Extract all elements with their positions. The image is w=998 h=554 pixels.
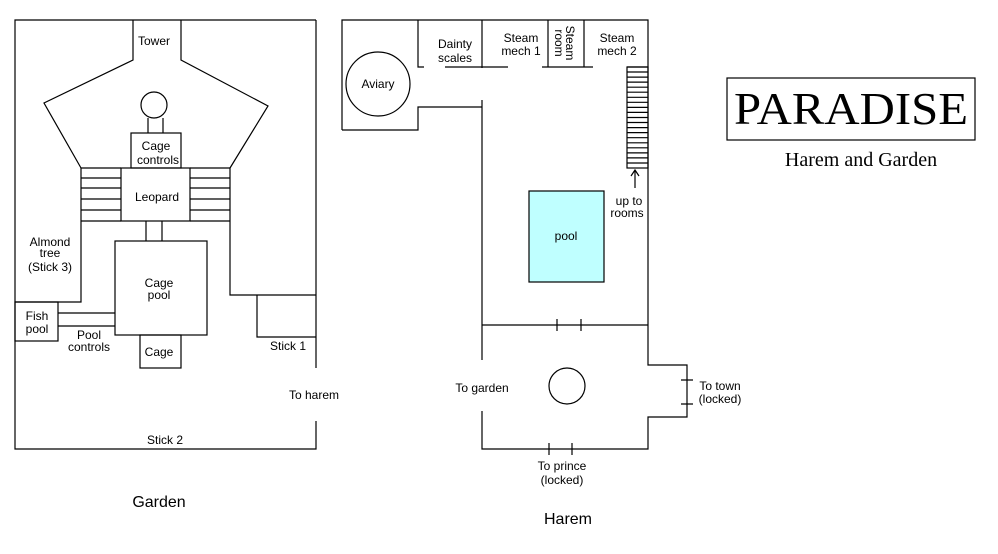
steam-mech1-label-2: mech 1 [501, 44, 541, 58]
tower-circle [140, 91, 168, 119]
pool-label: pool [555, 229, 578, 243]
to-garden-label[interactable]: To garden [455, 381, 508, 395]
to-town-label-1: To town [699, 379, 740, 393]
harem-outer-wall [341, 19, 688, 450]
garden-map: Tower Cage controls Leopard Almond tree … [14, 19, 339, 511]
pool-controls-label-1: Pool [77, 328, 101, 342]
up-to-rooms-label-2: rooms [610, 206, 643, 220]
harem-heading: Harem [544, 511, 592, 528]
stick1-label: Stick 1 [270, 339, 306, 353]
dainty-scales-label-2: scales [438, 51, 472, 65]
garden-outer-wall [14, 19, 317, 450]
right-stairs [190, 167, 230, 222]
harem-staircase [626, 66, 649, 169]
stick2-label: Stick 2 [147, 433, 183, 447]
inner-wall-with-door [482, 319, 648, 331]
almond-tree-label-3: (Stick 3) [28, 260, 72, 274]
steam-mech1-label-1: Steam [504, 31, 539, 45]
tower-walls [43, 20, 269, 169]
garden-heading: Garden [132, 494, 185, 511]
logo-frame [726, 77, 976, 141]
almond-tree-label-2: tree [40, 246, 61, 260]
to-prince-label-2: (locked) [541, 473, 584, 487]
cage-pool-label-2: pool [148, 288, 171, 302]
almond-tree-label-1: Almond [30, 235, 71, 249]
cage-controls-label-1: Cage [142, 139, 171, 153]
title-block: PARADISE Harem and Garden [726, 77, 976, 171]
harem-pool [528, 190, 605, 283]
up-to-rooms-label-1: up to [616, 194, 643, 208]
steam-room-label-1: Steam [563, 26, 577, 61]
town-door-ticks[interactable] [681, 379, 693, 405]
courtyard-fountain [548, 367, 586, 405]
cage-label: Cage [145, 345, 174, 359]
up-arrow-icon [630, 168, 640, 188]
steam-room-label-2: room [552, 29, 566, 56]
aviary-label: Aviary [361, 77, 394, 91]
cage-room [139, 334, 182, 369]
tower-label: Tower [138, 34, 170, 48]
pool-controls-label-2: controls [68, 340, 110, 354]
leopard-connector [145, 221, 163, 241]
subtitle: Harem and Garden [785, 149, 937, 171]
to-harem-label[interactable]: To harem [289, 388, 339, 402]
steam-mech2-label-2: mech 2 [597, 44, 637, 58]
aviary-circle [345, 51, 411, 117]
fish-pool-label-1: Fish [26, 309, 49, 323]
harem-map: Aviary Dainty scales Steam mech 1 Steam … [341, 19, 742, 528]
pool-controls-channel [58, 312, 115, 327]
cage-pool-label-1: Cage [145, 276, 174, 290]
prince-door-ticks[interactable] [548, 443, 573, 455]
tower-stem [147, 118, 164, 133]
dainty-scales-label-1: Dainty [438, 37, 472, 51]
leopard-label: Leopard [135, 190, 179, 204]
to-prince-label-1: To prince [538, 459, 587, 473]
cage-controls-label-2: controls [137, 153, 179, 167]
left-stairs [81, 167, 121, 222]
steam-mech2-label-1: Steam [600, 31, 635, 45]
upper-rooms-walls [417, 20, 593, 68]
logo-text: PARADISE [734, 83, 968, 134]
fish-pool-room [14, 301, 59, 342]
fish-pool-label-2: pool [26, 322, 49, 336]
leopard-room [120, 167, 191, 222]
stick1-area-wall [229, 168, 316, 338]
to-town-label-2: (locked) [699, 392, 742, 406]
